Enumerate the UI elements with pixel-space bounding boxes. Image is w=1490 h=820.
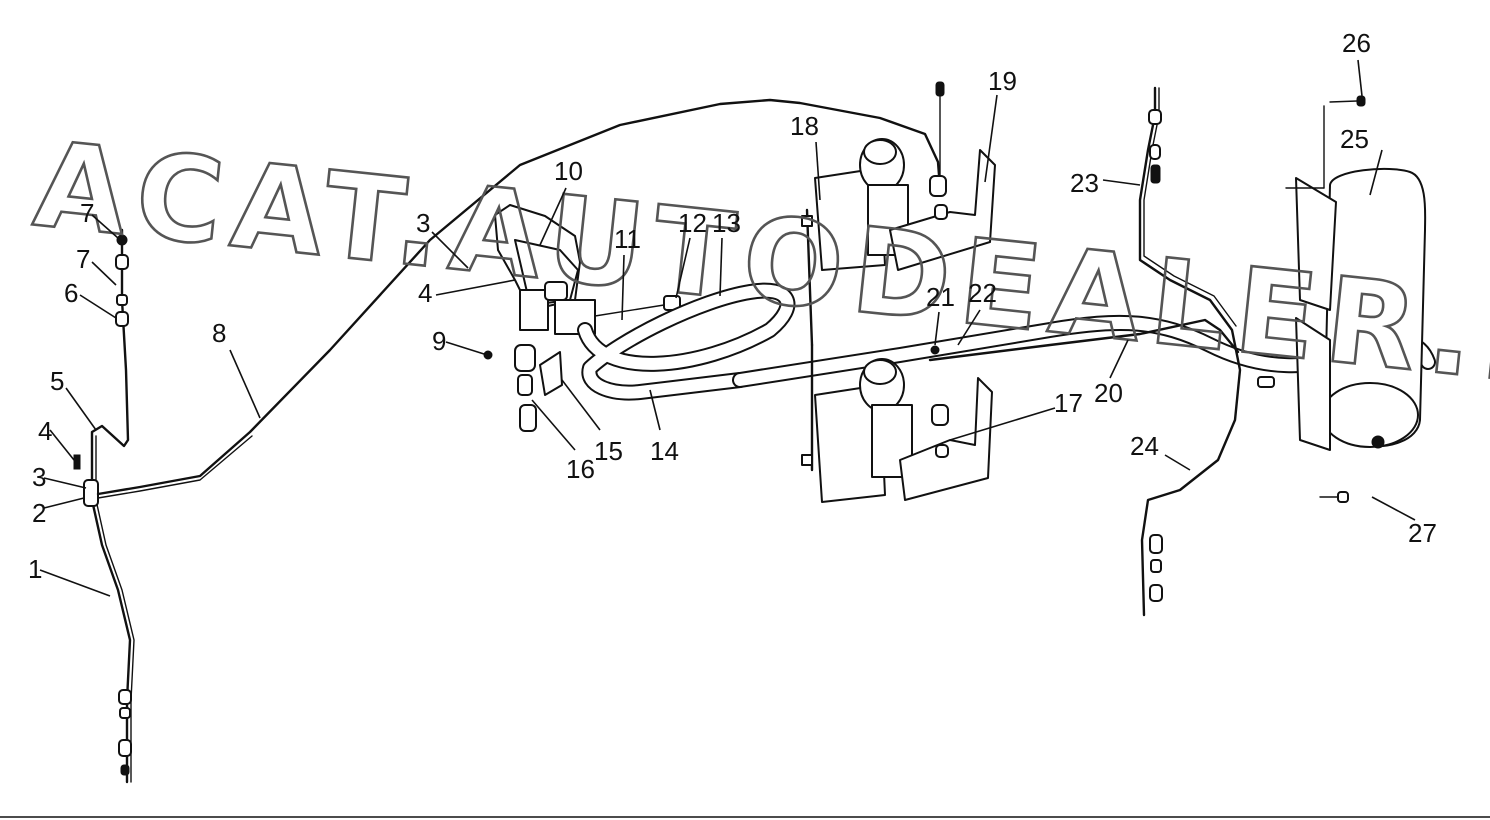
callout-25: 25	[1340, 124, 1369, 154]
lower-brake-chamber	[801, 343, 993, 503]
callout-4-left: 4	[38, 416, 52, 446]
callout-11: 11	[614, 224, 641, 254]
pipe-8	[96, 98, 942, 496]
left-pipe-assembly	[73, 228, 135, 784]
leader-lines	[39, 59, 1416, 597]
right-pipe	[1138, 86, 1242, 617]
callout-26: 26	[1342, 28, 1371, 58]
callout-4-mid: 4	[418, 278, 432, 308]
left-fittings-bottom	[118, 689, 132, 776]
callout-3-mid: 3	[416, 208, 430, 238]
callout-8: 8	[212, 318, 226, 348]
callout-15: 15	[594, 436, 623, 466]
tee-connector	[83, 479, 99, 507]
callout-1: 1	[28, 554, 42, 584]
callout-7-mid: 7	[76, 244, 90, 274]
callouts: 7 7 6 5 4 3 2 1 8 3 4 9 10 11 12 13 14 1…	[28, 28, 1437, 584]
callout-6: 6	[64, 278, 78, 308]
callout-19: 19	[988, 66, 1017, 96]
upper-brake-chamber	[801, 81, 996, 347]
callout-21: 21	[926, 282, 955, 312]
hose-loop	[577, 282, 796, 401]
bleeder-screw	[73, 454, 81, 470]
callout-12: 12	[678, 208, 707, 238]
callout-10: 10	[554, 156, 583, 186]
callout-24: 24	[1130, 431, 1159, 461]
callout-16: 16	[566, 454, 595, 484]
callout-14: 14	[650, 436, 679, 466]
callout-23: 23	[1070, 168, 1099, 198]
callout-2: 2	[32, 498, 46, 528]
callout-9: 9	[432, 326, 446, 356]
callout-22: 22	[968, 278, 997, 308]
callout-18: 18	[790, 111, 819, 141]
brake-valve-bracket	[483, 204, 681, 432]
callout-20: 20	[1094, 378, 1123, 408]
callout-17: 17	[1054, 388, 1083, 418]
callout-7-top: 7	[80, 198, 94, 228]
callout-13: 13	[712, 208, 741, 238]
callout-3-left: 3	[32, 462, 46, 492]
callout-5: 5	[50, 366, 64, 396]
callout-27: 27	[1408, 518, 1437, 548]
air-tank	[1257, 95, 1427, 503]
left-fittings-top	[115, 234, 129, 327]
